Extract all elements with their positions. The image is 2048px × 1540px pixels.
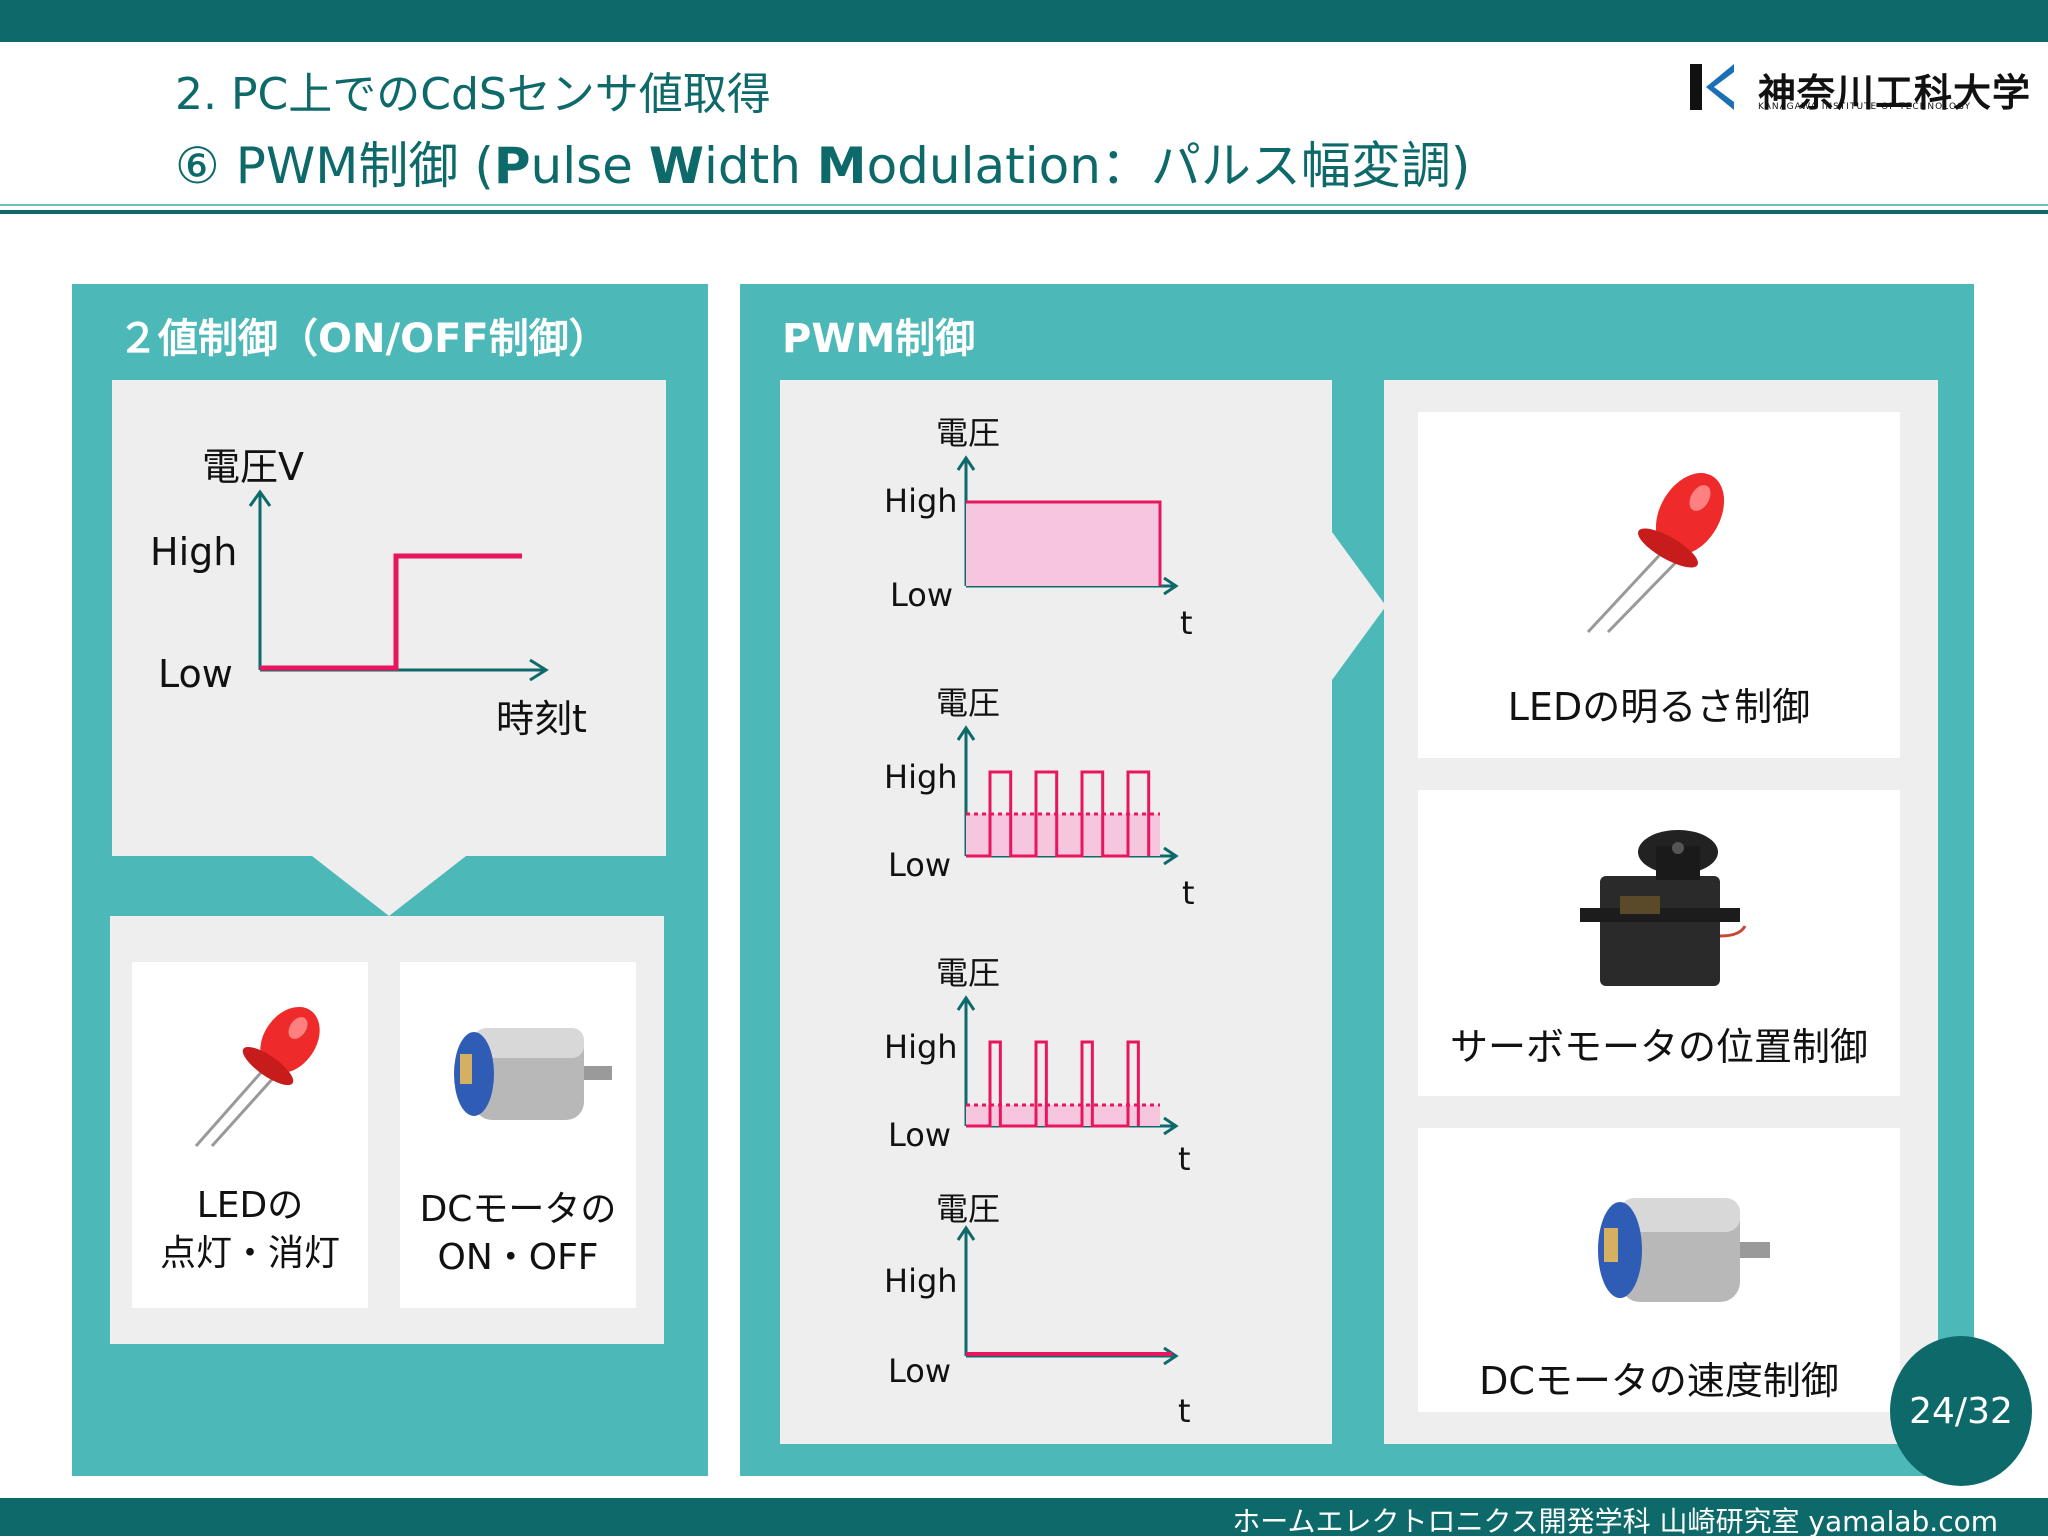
binary-ylabel: 電圧V	[202, 445, 304, 489]
pwm4-high: High	[884, 1262, 958, 1300]
pwm1-xlabel: t	[1180, 604, 1193, 642]
pwm2-high: High	[884, 758, 958, 796]
pwm1-low: Low	[890, 576, 954, 614]
logo-text: 神奈川工科大学	[1758, 71, 2032, 115]
pwm-average-fill	[966, 814, 1160, 856]
binary-xlabel: 時刻t	[496, 697, 587, 741]
dc-motor-icon	[454, 1028, 612, 1120]
pwm-graphs-box	[780, 380, 1386, 1444]
dcmotor-onoff-label: DCモータの ON・OFF	[400, 1186, 636, 1282]
dcmotor-speed-label: DCモータの速度制御	[1479, 1359, 1839, 1403]
pwm3-high: High	[884, 1028, 958, 1066]
pwm4-xlabel: t	[1178, 1392, 1191, 1430]
x-axis-arrow-icon	[1163, 846, 1179, 866]
pwm1-ylabel: 電圧	[936, 414, 1001, 452]
pwm-graph-duty-quarter	[956, 995, 1179, 1136]
pwm-signal	[966, 1040, 1140, 1128]
title-m: M	[816, 137, 867, 195]
y-axis-arrow-icon	[956, 455, 976, 471]
pwm3-ylabel: 電圧	[936, 954, 1001, 992]
title-ulse: ulse	[530, 137, 649, 195]
pwm2-low: Low	[888, 846, 952, 884]
logo-mark-icon	[1690, 64, 1734, 110]
pwm-control-title: PWM制御	[782, 316, 976, 362]
slide-title: ⑥ PWM制御 (Pulse Width Modulation：パルス幅変調)	[175, 126, 1470, 198]
title-p: P	[493, 137, 531, 195]
y-axis-arrow-icon	[956, 995, 976, 1011]
pwm3-xlabel: t	[1178, 1140, 1191, 1178]
led-icon	[1586, 473, 1725, 634]
led-brightness-card	[1418, 412, 1900, 758]
slide-subtitle: 2. PC上でのCdSセンサ値取得	[175, 69, 771, 120]
binary-graph-box	[112, 380, 666, 916]
pwm-graph-duty-zero	[956, 1225, 1179, 1366]
dc-motor-icon	[1598, 1198, 1770, 1302]
page-number-badge: 24/32	[1890, 1336, 2032, 1486]
y-axis-arrow-icon	[956, 725, 976, 741]
pwm-signal	[966, 500, 1162, 586]
led-onoff-line1: LEDの	[196, 1185, 304, 1226]
led-onoff-card	[132, 962, 368, 1308]
university-logo: 神奈川工科大学 KANAGAWA INSTITUTE OF TECHNOLOGY	[1690, 60, 2030, 116]
led-onoff-label: LEDの 点灯・消灯	[132, 1182, 368, 1278]
pwm1-high: High	[884, 482, 958, 520]
pwm-graph-duty-half	[956, 725, 1179, 866]
title-odulation: odulation：パルス幅変調)	[866, 137, 1471, 195]
logo-subtext: KANAGAWA INSTITUTE OF TECHNOLOGY	[1758, 102, 1972, 112]
title-divider	[0, 210, 2048, 214]
pwm-fill	[966, 502, 1160, 586]
binary-high-label: High	[150, 530, 238, 574]
top-bar	[0, 0, 2048, 42]
dcmotor-onoff-card	[400, 962, 636, 1308]
pwm3-low: Low	[888, 1116, 952, 1154]
title-idth: idth	[703, 137, 817, 195]
binary-low-label: Low	[158, 652, 233, 696]
footer-credit: ホームエレクトロニクス開発学科 山崎研究室 yamalab.com	[1232, 1505, 1998, 1538]
led-icon	[194, 1006, 320, 1148]
binary-control-title: ２値制御（ON/OFF制御）	[118, 316, 609, 362]
led-brightness-label: LEDの明るさ制御	[1507, 685, 1811, 729]
x-axis-arrow-icon	[1163, 1346, 1179, 1366]
pwm4-low: Low	[888, 1352, 952, 1390]
binary-graph	[248, 489, 549, 682]
pwm2-ylabel: 電圧	[936, 684, 1001, 722]
y-axis-arrow-icon	[956, 1225, 976, 1241]
x-axis-arrow-icon	[1163, 1116, 1179, 1136]
pwm-graph-duty-full	[956, 455, 1179, 596]
servo-position-label: サーボモータの位置制御	[1449, 1025, 1868, 1069]
footer-bar	[0, 1498, 2048, 1536]
pwm2-xlabel: t	[1182, 874, 1195, 912]
dcmotor-onoff-line2: ON・OFF	[437, 1237, 599, 1278]
title-divider-light	[0, 204, 2048, 206]
x-axis-arrow-icon	[1163, 576, 1179, 596]
led-onoff-line2: 点灯・消灯	[159, 1233, 340, 1274]
pwm4-ylabel: 電圧	[936, 1190, 1001, 1228]
title-w: W	[648, 137, 704, 195]
pwm-average-fill	[966, 1105, 1160, 1126]
title-prefix: ⑥ PWM制御 (	[175, 137, 494, 195]
dcmotor-onoff-line1: DCモータの	[419, 1189, 617, 1230]
pwm-signal	[966, 770, 1151, 858]
servo-motor-icon	[1580, 830, 1747, 986]
